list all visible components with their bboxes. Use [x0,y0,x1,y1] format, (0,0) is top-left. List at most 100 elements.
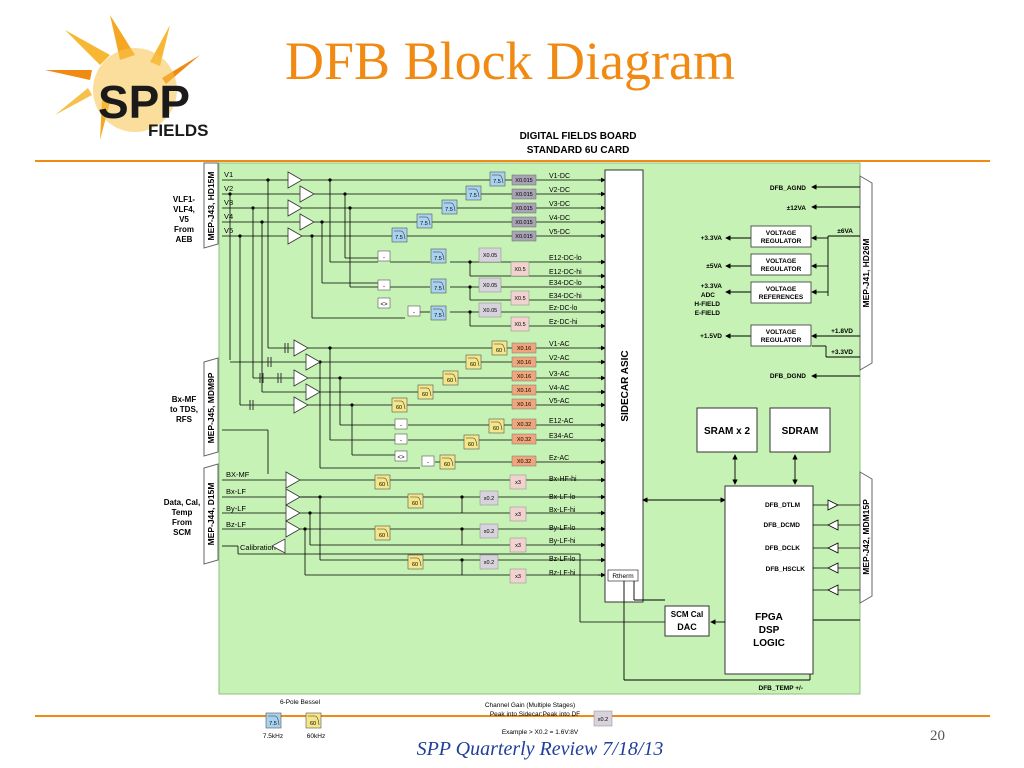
gain-label: x3 [515,543,521,549]
gain-label: x3 [515,512,521,518]
scm-label-0: Data, Cal, [164,498,200,507]
asic-label: SIDECAR ASIC [620,350,631,421]
p12va-label: ±12VA [787,205,807,212]
memory-bus [732,454,798,485]
gain-label: X0.16 [517,388,531,394]
filter-7-5-icon: 7.5 [391,227,408,243]
reg3-line2: REGULATOR [761,337,802,344]
sram-block: SRAM x 2 [696,407,758,453]
filter-60-icon: 60 [417,384,434,400]
dfb-dtlm-label: DFB_DTLM [765,502,800,509]
b-out-5: By-LF-hi [549,538,576,545]
gain-label: X0.32 [517,459,531,465]
gain-ac-box: X0.16 [511,342,537,354]
e-dc-out-2: E12-DC-hi [549,269,582,276]
legend-bessel: 6-Pole Bessel [280,699,321,706]
legend-gain-title: Channel Gain (Multiple Stages) [485,702,575,709]
average-box: <> [394,450,408,462]
sidecar-asic: SIDECAR ASIC Rtherm [604,169,644,603]
scm-cal-line1: SCM Cal [671,610,703,619]
fpga-block: FPGA DSP LOGIC [724,485,814,675]
bxmf-label-0: Bx-MF [172,395,197,404]
dc-out-4: V4-DC [549,215,570,222]
legend-example: Example > X0.2 = 1.6V:8V [502,729,579,736]
filter-7-5-icon: 7.5 [441,199,458,215]
legend-gain-sub: Peak into Sidecar:Peak into DF [490,711,580,718]
p15vd-label: +1.5VD [700,333,722,340]
b-out-4: By-LF-lo [549,525,576,532]
gain-label: X0.32 [517,422,531,428]
filter-7-5-label: 7.5 [493,179,501,185]
scm-label-1: Temp [172,508,193,517]
gain-ac-box: X0.32 [511,455,537,467]
dfb-dclk-label: DFB_DCLK [765,545,800,552]
dfb-hsclk-label: DFB_HSCLK [766,566,806,573]
connector-j44: MEP-J44, D15M [203,463,219,565]
b-out-6: Bz-LF-lo [549,556,576,563]
ac-out-3: V3-AC [549,371,570,378]
gain-label: X0.32 [517,437,531,443]
legend-gain-box-label: x0.2 [598,717,608,723]
connector-j45-label: MEP-J45, MDM9P [206,372,216,443]
difference-box: - [377,250,391,262]
connector-j43: MEP-J43, HD15M [203,162,219,249]
gain-x02-box: x0.2 [479,523,499,539]
filter-60-icon: 60 [488,418,505,434]
page-number: 20 [930,728,945,744]
dc-out-2: V2-DC [549,187,570,194]
gain-ac-box: X0.16 [511,356,537,368]
filter-7-5-label: 7.5 [469,193,477,199]
rtherm-label: Rtherm [612,573,633,580]
scm-label-2: From [172,518,192,527]
legend-khz60: 60kHz [307,733,325,740]
board-title-2: STANDARD 6U CARD [527,145,630,156]
sram-label: SRAM x 2 [704,426,751,437]
gain-dc-box: X0.015 [511,174,537,186]
gain-label: X0.05 [483,283,497,289]
digital-io-buffers [813,499,860,596]
p6va-label: ±6VA [837,228,853,235]
gain-label: X0.16 [517,374,531,380]
connector-j41-label: MEP-J41, HD26M [861,239,871,308]
filter-7-5-icon: 7.5 [416,213,433,229]
filter-7-5-icon: 7.5 [430,305,447,321]
reg1-line1: VOLTAGE [766,230,797,237]
filter-60-label: 60 [412,501,418,507]
difference-label: - [413,310,415,316]
average-label: <> [397,455,405,461]
filter-60-label: 60 [470,362,476,368]
reg1-line2: REGULATOR [761,238,802,245]
difference-box: - [407,305,421,317]
legend-filter-60: 60 [310,721,316,727]
scm-line-label-4: Bz-LF [226,520,246,529]
filter-60-label: 60 [447,378,453,384]
voltage-references [750,281,812,304]
v-label-4: V4 [224,212,233,221]
vlf-label-3: From [174,225,194,234]
filter-60-label: 60 [496,348,502,354]
gain-e-box: X0.05 [478,302,502,318]
board-title-1: DIGITAL FIELDS BOARD [520,131,637,142]
gain-pink-box: X0.5 [510,261,530,277]
gain-label: x0.2 [484,529,494,535]
gain-label: X0.5 [514,267,525,273]
asic-input-arrows [598,177,606,578]
filter-60-icon: 60 [439,454,456,470]
connector-j44-label: MEP-J44, D15M [206,483,216,546]
vlf-label-1: VLF4, [173,205,195,214]
gain-e-box: X0.05 [478,277,502,293]
filter-60-icon: 60 [374,525,391,541]
scm-cal-dac: SCM Cal DAC [664,605,710,637]
calibration-label: Calibration [240,543,276,552]
average-label: <> [380,302,388,308]
ref-line2: REFERENCES [759,294,804,301]
gain-pink-box: X0.5 [510,290,530,306]
filter-60-label: 60 [379,482,385,488]
dc-out-3: V3-DC [549,201,570,208]
difference-label: - [427,460,429,466]
filter-7-5-label: 7.5 [434,256,442,262]
gain-label: X0.05 [483,253,497,259]
e-ac-out-1: E12-AC [549,418,574,425]
filter-7-5-icon: 7.5 [430,278,447,294]
amplifiers [271,171,321,554]
